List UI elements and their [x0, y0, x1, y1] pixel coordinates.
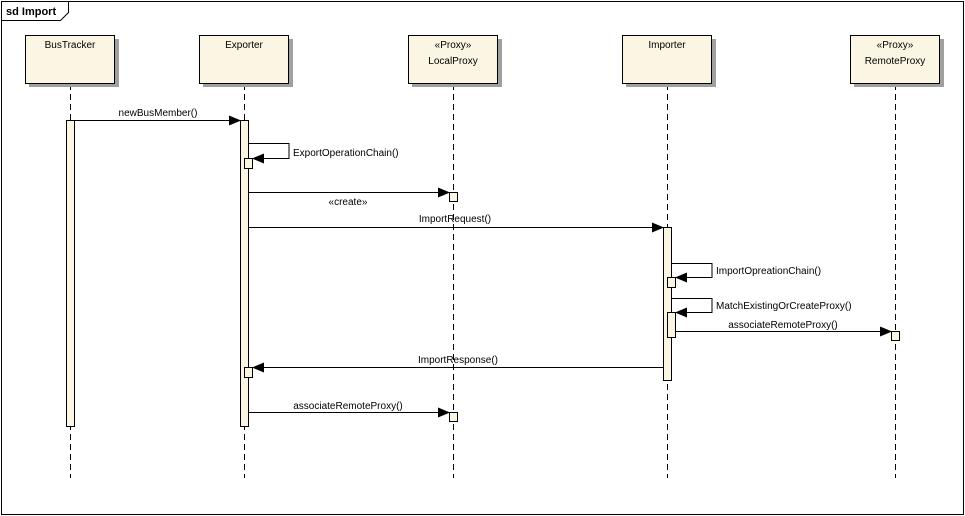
lifeline-name: LocalProxy: [428, 56, 477, 67]
activation-bars: [66, 120, 900, 427]
message-label: associateRemoteProxy(): [293, 401, 402, 412]
activation-exporter-nested-1: [244, 158, 253, 169]
frame-label: sd Import: [6, 6, 56, 18]
activation-bustracker: [66, 120, 75, 427]
message-import-request[interactable]: ImportRequest(): [249, 214, 664, 233]
message-export-operation-chain[interactable]: ExportOperationChain(): [249, 143, 399, 164]
activation-importer-nested-2: [667, 312, 676, 338]
message-label: «create»: [329, 197, 368, 208]
lifeline-name: RemoteProxy: [865, 56, 926, 67]
message-label: ImportOpreationChain(): [716, 266, 821, 277]
message-label: newBusMember(): [119, 108, 198, 119]
activation-importer: [663, 227, 672, 381]
lifeline-remoteproxy[interactable]: «Proxy» RemoteProxy: [850, 35, 945, 88]
message-label: ImportResponse(): [418, 355, 498, 366]
message-associate-remote-proxy-2[interactable]: associateRemoteProxy(): [249, 401, 450, 418]
message-label: MatchExistingOrCreateProxy(): [716, 301, 852, 312]
lifeline-bustracker[interactable]: BusTracker: [25, 35, 120, 88]
message-new-bus-member[interactable]: newBusMember(): [75, 108, 241, 126]
message-label: ExportOperationChain(): [293, 148, 399, 159]
message-associate-remote-proxy-1[interactable]: associateRemoteProxy(): [676, 320, 892, 337]
lifeline-name: BusTracker: [45, 40, 96, 51]
lifeline-name: Importer: [648, 40, 686, 51]
lifeline-name: Exporter: [225, 40, 263, 51]
lifeline-importer[interactable]: Importer: [622, 35, 717, 88]
lifeline-localproxy[interactable]: «Proxy» LocalProxy: [408, 35, 503, 88]
message-create[interactable]: «create»: [249, 187, 450, 209]
activation-localproxy-2: [449, 412, 458, 422]
activation-exporter-nested-2: [244, 367, 253, 378]
message-label: associateRemoteProxy(): [728, 320, 837, 331]
lifeline-lines: [70, 84, 896, 478]
activation-localproxy-1: [449, 192, 458, 202]
lifeline-stereotype: «Proxy»: [877, 40, 914, 51]
message-match-existing-or-create-proxy[interactable]: MatchExistingOrCreateProxy(): [672, 298, 852, 318]
lifeline-exporter[interactable]: Exporter: [199, 35, 294, 88]
message-label: ImportRequest(): [419, 214, 491, 225]
message-import-opreation-chain[interactable]: ImportOpreationChain(): [672, 263, 821, 283]
message-import-response[interactable]: ImportResponse(): [252, 355, 663, 373]
activation-remoteproxy: [891, 331, 900, 341]
activation-exporter: [240, 120, 249, 427]
activation-importer-nested-1: [667, 277, 676, 288]
lifeline-stereotype: «Proxy»: [435, 40, 472, 51]
